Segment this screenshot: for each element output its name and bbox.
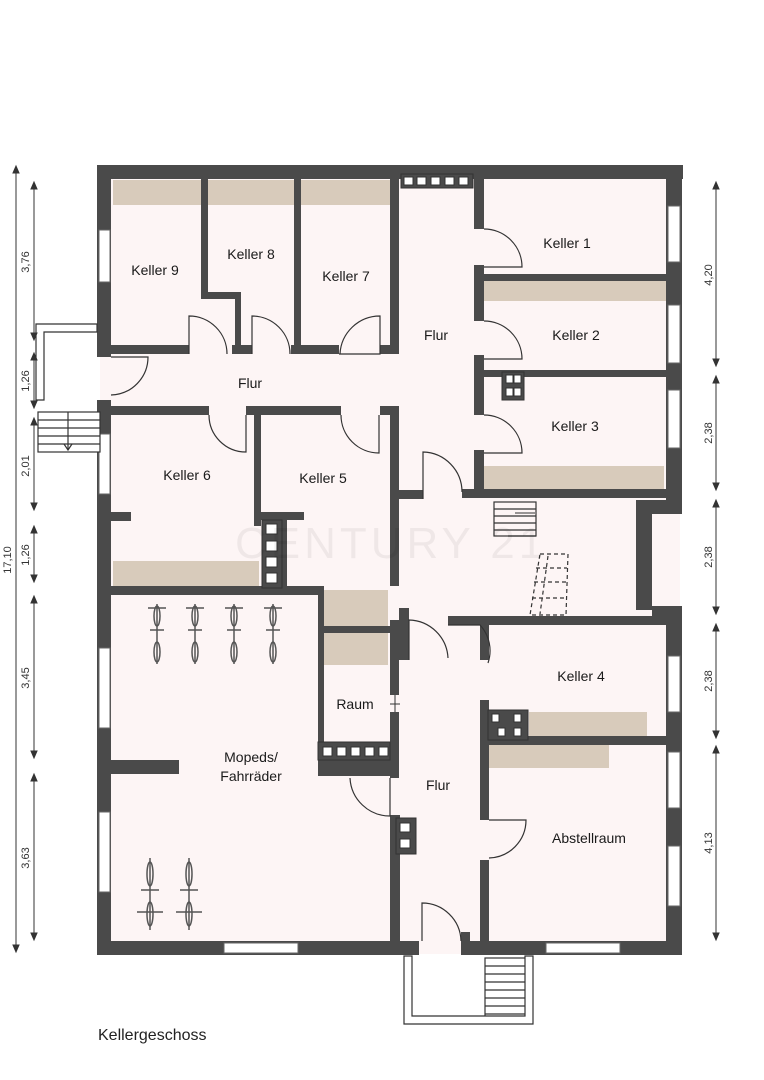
room-label-raum: Raum <box>336 696 373 712</box>
storage-shelves <box>113 180 666 768</box>
dimension-labels-left: 3,76 1,26 2,01 1,26 3,45 3,63 17,10 <box>2 251 32 868</box>
dimension-label: 3,45 <box>20 667 32 688</box>
exterior-stairs <box>35 323 534 1025</box>
watermark: CENTURY 21 <box>235 519 547 568</box>
room-label-flur-corridor: Flur <box>238 375 262 391</box>
dimension-lines-right <box>712 180 720 942</box>
windows <box>98 205 681 954</box>
room-label-flur-hall: Flur <box>424 327 448 343</box>
floor-plan-caption: Kellergeschoss <box>98 1027 207 1044</box>
room-label-keller-8: Keller 8 <box>227 246 275 262</box>
room-labels: Keller 1 Keller 2 Keller 3 Keller 4 Kell… <box>131 235 626 846</box>
bicycle-icon <box>137 858 163 930</box>
room-label-keller-4: Keller 4 <box>557 668 605 684</box>
dimension-label: 2,01 <box>20 455 32 476</box>
bicycle-icon <box>186 604 204 664</box>
dimension-label: 2,38 <box>703 422 715 443</box>
dimension-label: 2,38 <box>703 670 715 691</box>
bicycles <box>137 604 282 930</box>
bicycle-icon <box>148 604 166 664</box>
dimension-label: 1,26 <box>20 544 32 565</box>
room-label-keller-1: Keller 1 <box>543 235 591 251</box>
room-label-keller-2: Keller 2 <box>552 327 600 343</box>
room-label-keller-5: Keller 5 <box>299 470 347 486</box>
room-label-keller-9: Keller 9 <box>131 262 179 278</box>
doors <box>110 228 527 942</box>
room-label-flur-lower: Flur <box>426 777 450 793</box>
bicycle-icon <box>264 604 282 664</box>
dimension-label: 3,76 <box>20 251 32 272</box>
bicycle-icon <box>225 604 243 664</box>
room-label-keller-3: Keller 3 <box>551 418 599 434</box>
bicycle-icon <box>176 858 202 930</box>
wall-mark <box>390 695 400 712</box>
dimension-lines-left <box>12 164 38 954</box>
room-label-keller-7: Keller 7 <box>322 268 370 284</box>
dimension-label: 3,63 <box>20 847 32 868</box>
staircase <box>493 501 569 616</box>
dimension-label: 4,20 <box>703 264 715 285</box>
dimension-labels-right: 4,20 2,38 2,38 2,38 4,13 <box>703 264 715 853</box>
vent-blocks <box>261 173 529 855</box>
room-label-abstellraum: Abstellraum <box>552 830 626 846</box>
room-label-fahrraeder: Fahrräder <box>220 768 282 784</box>
dimension-label: 4,13 <box>703 832 715 853</box>
dimension-label: 1,26 <box>20 370 32 391</box>
room-label-mopeds: Mopeds/ <box>224 749 278 765</box>
room-label-keller-6: Keller 6 <box>163 467 211 483</box>
dimension-label: 2,38 <box>703 546 715 567</box>
dimension-total-label: 17,10 <box>2 546 14 574</box>
